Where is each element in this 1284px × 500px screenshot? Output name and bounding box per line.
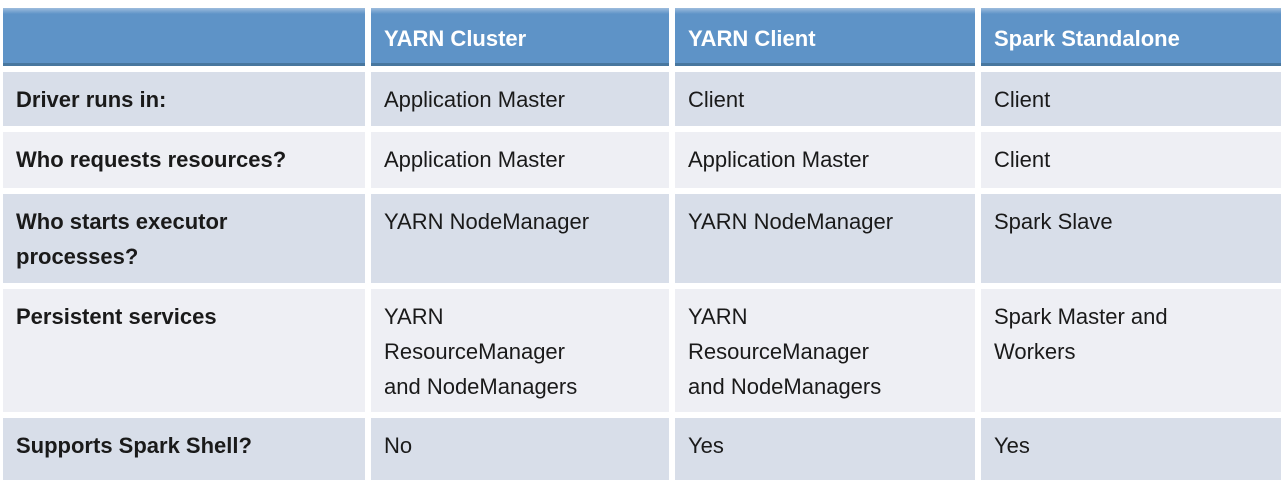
table-cell: YARN ResourceManager and NodeManagers: [675, 289, 975, 412]
deploy-mode-comparison-table: YARN Cluster YARN Client Spark Standalon…: [3, 8, 1281, 480]
header-cell-spark-standalone: Spark Standalone: [981, 8, 1281, 66]
table-grid: YARN Cluster YARN Client Spark Standalon…: [3, 8, 1281, 480]
table-cell: Client: [981, 72, 1281, 126]
table-cell: No: [371, 418, 669, 480]
row-label-who-starts-executor-processes: Who starts executor processes?: [3, 194, 365, 283]
table-cell: YARN NodeManager: [371, 194, 669, 283]
table-cell: Spark Master and Workers: [981, 289, 1281, 412]
row-label-driver-runs-in: Driver runs in:: [3, 72, 365, 126]
table-cell: YARN NodeManager: [675, 194, 975, 283]
table-cell: Client: [675, 72, 975, 126]
row-label-who-requests-resources: Who requests resources?: [3, 132, 365, 188]
row-label-supports-spark-shell: Supports Spark Shell?: [3, 418, 365, 480]
table-cell: Yes: [675, 418, 975, 480]
header-cell-yarn-cluster: YARN Cluster: [371, 8, 669, 66]
table-cell: Yes: [981, 418, 1281, 480]
table-cell: Application Master: [675, 132, 975, 188]
table-cell: Spark Slave: [981, 194, 1281, 283]
table-cell: Application Master: [371, 72, 669, 126]
row-label-persistent-services: Persistent services: [3, 289, 365, 412]
table-cell: Application Master: [371, 132, 669, 188]
table-cell: YARN ResourceManager and NodeManagers: [371, 289, 669, 412]
header-cell-empty: [3, 8, 365, 66]
header-cell-yarn-client: YARN Client: [675, 8, 975, 66]
table-cell: Client: [981, 132, 1281, 188]
